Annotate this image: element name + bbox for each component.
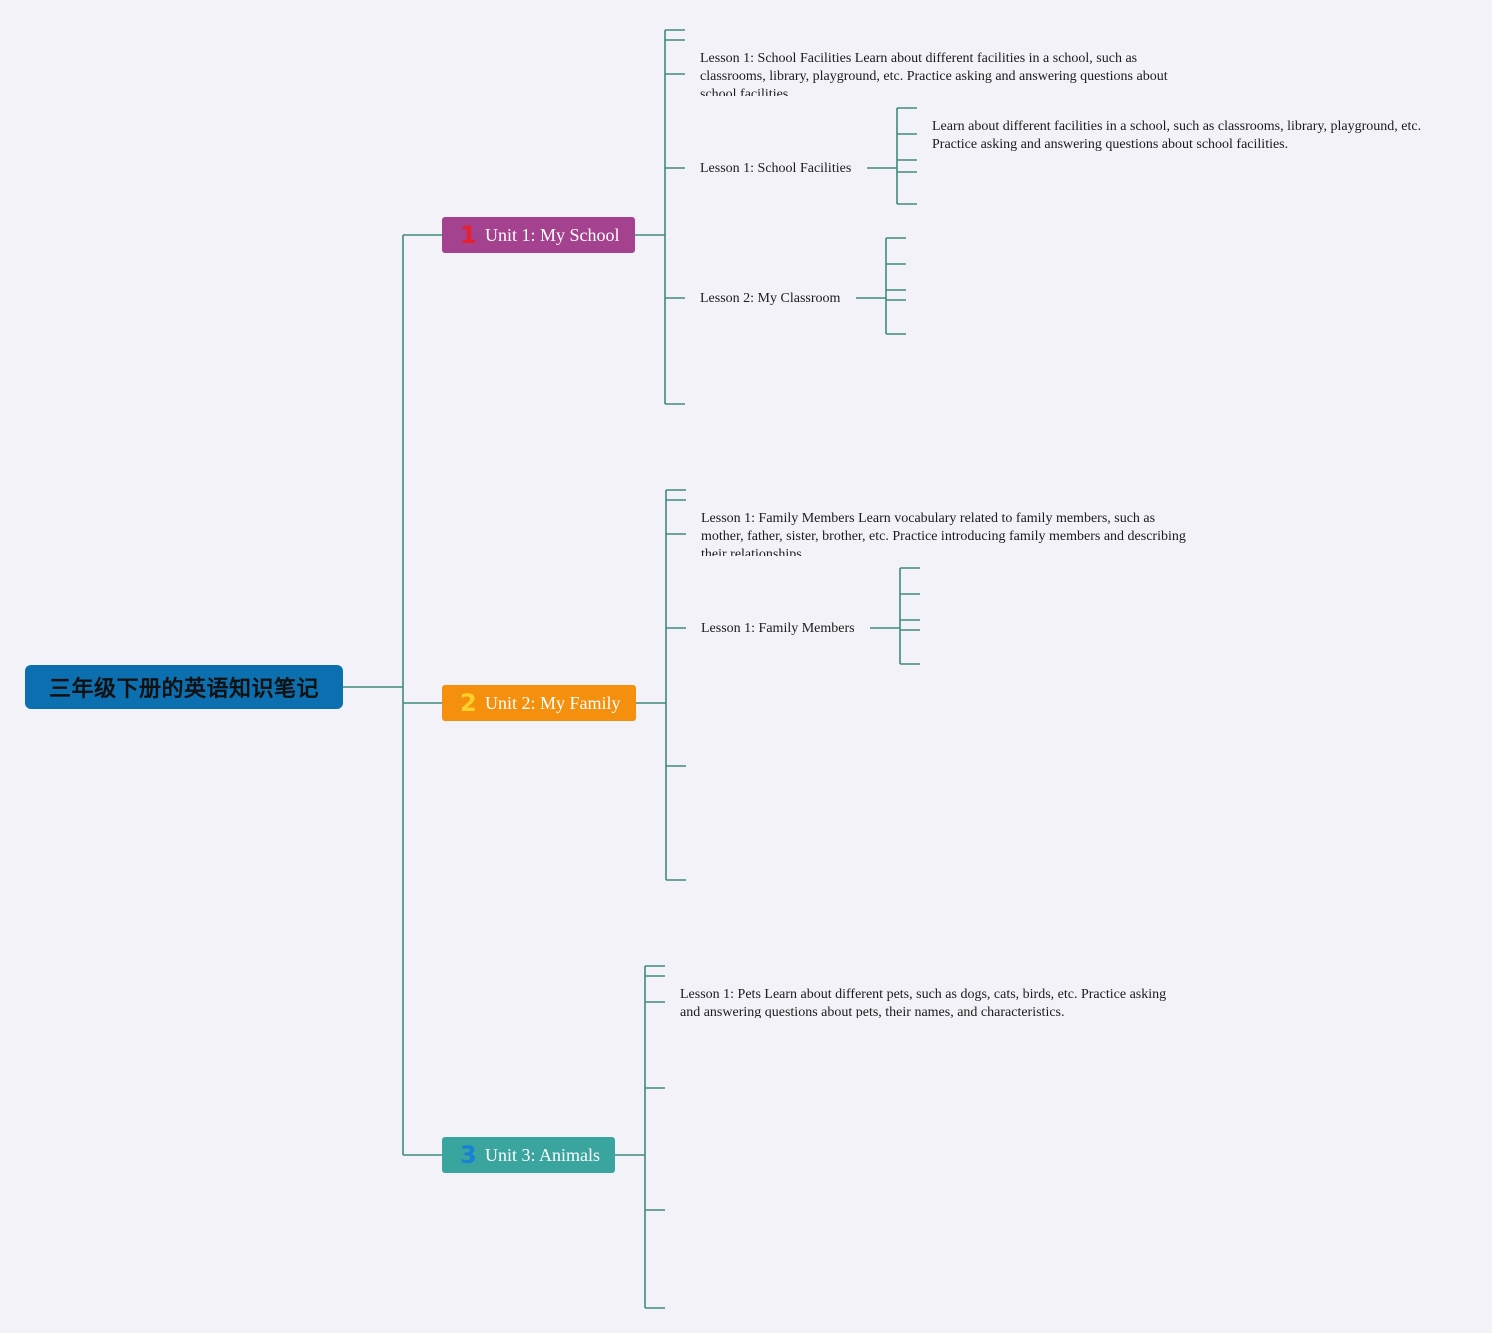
unit-3-number: 3 [460,1141,477,1169]
unit-2-lesson-1-title[interactable]: Lesson 1: Family Members [701,621,855,636]
unit-2-label: Unit 2: My Family [485,692,621,713]
unit-3-topic[interactable]: 3 Unit 3: Animals [442,1137,615,1173]
unit-2-lesson-1-summary[interactable]: Lesson 1: Family Members Learn vocabular… [701,511,1186,556]
root-topic-label: 三年级下册的英语知识笔记 [48,677,319,702]
unit-3-label: Unit 3: Animals [485,1144,601,1165]
unit-1-lesson-1-summary[interactable]: Lesson 1: School Facilities Learn about … [700,51,1168,96]
unit-2-topic[interactable]: 2 Unit 2: My Family [442,685,636,721]
unit-3-lesson-1-summary[interactable]: Lesson 1: Pets Learn about different pet… [680,987,1167,1018]
unit-1-topic[interactable]: 1 Unit 1: My School [442,217,635,253]
unit-1-label: Unit 1: My School [485,224,620,245]
unit-1-lesson-1-detail[interactable]: Learn about different facilities in a sc… [932,119,1422,151]
root-topic[interactable]: 三年级下册的英语知识笔记 [25,665,343,709]
unit-2-number: 2 [460,689,477,717]
unit-1-lesson-2-title[interactable]: Lesson 2: My Classroom [700,291,841,306]
unit-1-lesson-1-title[interactable]: Lesson 1: School Facilities [700,161,852,176]
unit-1-number: 1 [460,221,477,249]
